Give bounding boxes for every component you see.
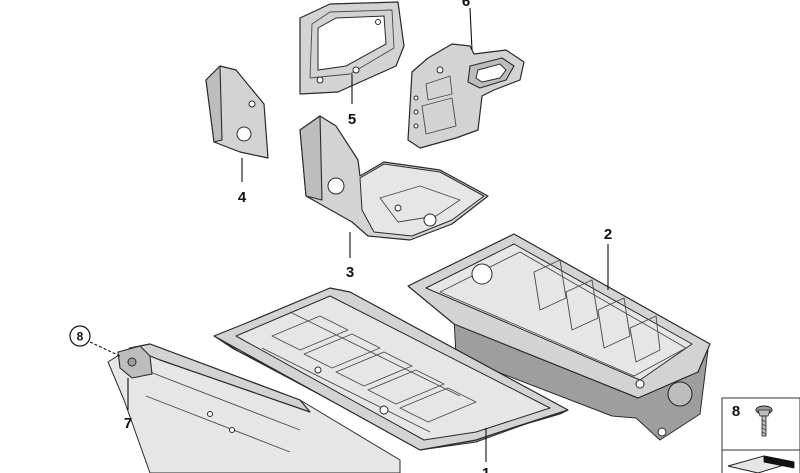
callout-5: 5	[348, 111, 356, 128]
callout-1: 1	[482, 465, 490, 473]
callout-labels: 6 5 4 3 2 1 7 8	[69, 0, 612, 473]
part-2-ribs	[533, 259, 661, 363]
legend-part-8-label: 8	[732, 403, 740, 420]
callout-7: 7	[124, 415, 132, 432]
part-7-rail	[107, 343, 401, 473]
screw-icon	[755, 405, 773, 437]
callout-6: 6	[462, 0, 470, 10]
part-5-bracket	[299, 1, 405, 95]
part-1-embossing	[261, 311, 477, 433]
callout-2: 2	[604, 226, 612, 243]
part-3-panel	[299, 115, 489, 241]
part-4-side-plate	[205, 65, 269, 159]
callout-4: 4	[238, 189, 247, 206]
part-2-tub	[407, 233, 711, 441]
callout-8-circle: 8	[69, 325, 91, 347]
foam-pad-icon	[727, 455, 795, 473]
callout-8: 8	[77, 330, 84, 344]
callout-3: 3	[346, 264, 354, 281]
legend-box: 8	[721, 397, 800, 473]
part-6-bracket	[407, 43, 525, 149]
leader-lines	[89, 7, 609, 462]
part-1-floor-panel	[213, 287, 569, 451]
